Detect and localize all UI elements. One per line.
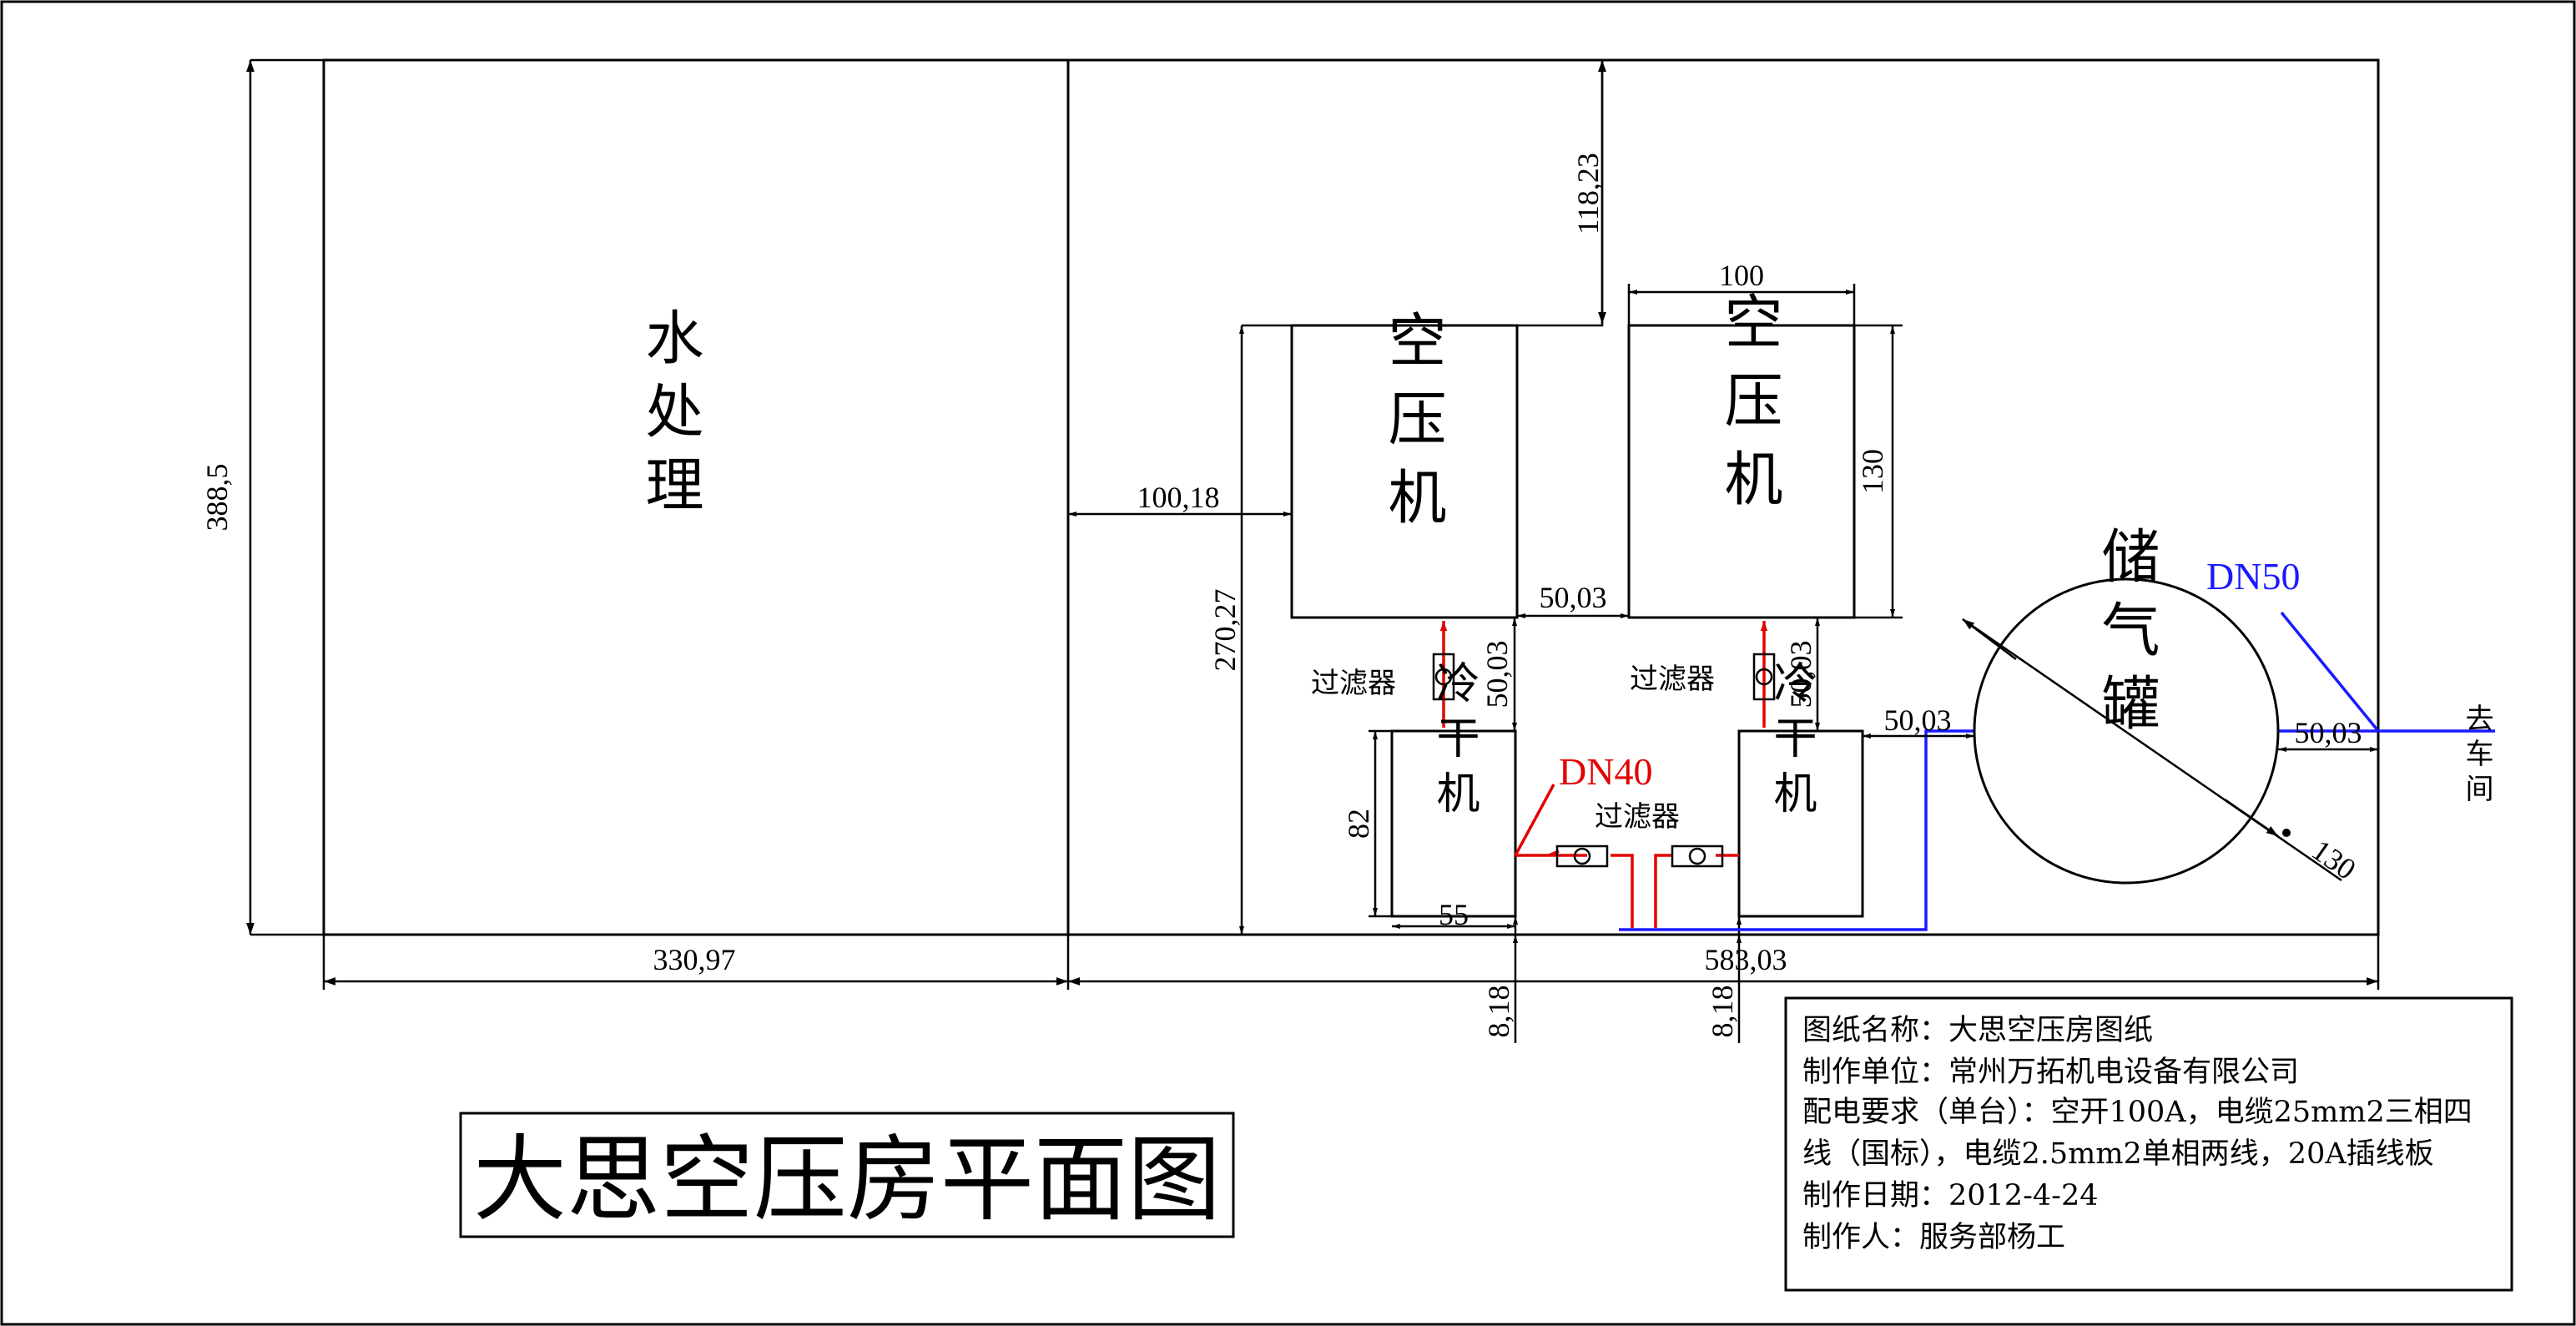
dim-wall-1: 8,18: [1482, 986, 1515, 1038]
info-line-1: 图纸名称：大思空压房图纸: [1802, 1014, 2153, 1047]
dim-tank-wall: 50,03: [2295, 716, 2362, 749]
filter-3b-symbol: [1671, 845, 1724, 868]
main-pipe-to-tank: [1619, 729, 1974, 931]
drawing-title: 大思空压房平面图: [473, 1126, 1221, 1234]
dim-left-clear: 100,18: [1137, 481, 1220, 514]
filter-3-label: 过滤器: [1595, 800, 1680, 834]
dim-right-width: 583,03: [1705, 943, 1787, 976]
dn40-leader: [1514, 784, 1555, 856]
dim-top-gap: 118,23: [1571, 153, 1605, 234]
water-treatment-label: 水处理: [636, 307, 704, 527]
dim-comp-width: 100: [1719, 259, 1764, 292]
info-block: [1784, 996, 2513, 1292]
filter-1-label: 过滤器: [1311, 667, 1396, 700]
to-workshop-label: 去车间: [2460, 703, 2493, 809]
filter-1-symbol: [1432, 653, 1455, 701]
tank-label: 储气罐: [2092, 526, 2160, 746]
filter-3a-symbol: [1555, 845, 1609, 868]
water-treatment-room: 水处理: [636, 307, 704, 527]
dim-total-height: 388,5: [200, 464, 234, 532]
dim-tank-diameter: 130: [2306, 833, 2362, 886]
dryer-1-label: 冷干机: [1429, 660, 1479, 825]
dim-comp-spacing: 50,03: [1540, 581, 1607, 614]
dim-dryer-height: 82: [1342, 809, 1375, 839]
air-tank: 储气罐: [1973, 526, 2280, 885]
title-box: [459, 1112, 1235, 1238]
dn50-label: DN50: [2206, 555, 2300, 597]
compressor-1: 空压机: [1290, 310, 1519, 619]
dim-dryer-tank: 50,03: [1884, 703, 1952, 737]
dim-comp-depth: 270,27: [1208, 589, 1242, 672]
compressor-2-label: 空压机: [1715, 291, 1783, 527]
dim-wall-2: 8,18: [1706, 986, 1739, 1038]
dim-comp-dryer-1: 50,03: [1480, 641, 1514, 708]
info-line-2: 制作单位：常州万拓机电设备有限公司: [1802, 1056, 2299, 1089]
dim-dryer-width: 55: [1439, 898, 1469, 931]
dryer-2: 冷干机: [1737, 660, 1864, 918]
dim-comp-height: 130: [1856, 449, 1889, 494]
dn50-leader: [2280, 611, 2380, 733]
tank-diameter-line: [1962, 618, 2342, 882]
info-line-3: 配电要求（单台）：空开100A，电缆25mm2三相四: [1802, 1096, 2473, 1129]
info-line-6: 制作人：服务部杨工: [1802, 1221, 2065, 1254]
info-line-5: 制作日期：2012-4-24: [1802, 1179, 2099, 1213]
filter-2-label: 过滤器: [1630, 663, 1715, 696]
dryer-2-label: 冷干机: [1766, 660, 1816, 825]
info-line-4: 线（国标），电缆2.5mm2单相两线，20A插线板: [1802, 1137, 2434, 1171]
dryer-1: 冷干机: [1390, 660, 1517, 918]
dim-left-width: 330,97: [653, 943, 736, 976]
filter-2-symbol: [1752, 653, 1776, 701]
compressor-2: 空压机: [1627, 291, 1856, 619]
dn40-label: DN40: [1559, 750, 1652, 793]
compressor-1-label: 空压机: [1379, 310, 1447, 545]
dim-comp-dryer-2: 50,03: [1784, 641, 1817, 708]
building-outline: [322, 58, 2380, 936]
